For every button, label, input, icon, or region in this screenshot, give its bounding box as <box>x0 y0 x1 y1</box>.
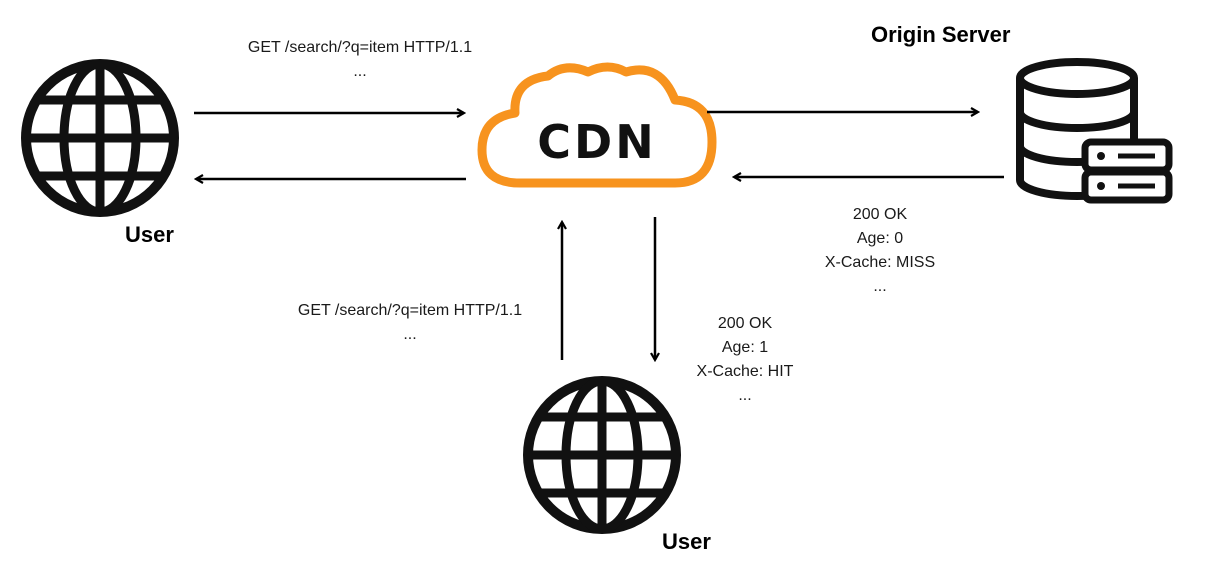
cdn-response-label: 200 OK Age: 1 X-Cache: HIT ... <box>696 315 794 404</box>
globe-icon <box>21 59 179 217</box>
user-bottom-label: User <box>662 529 711 554</box>
bottom-request-label: GET /search/?q=item HTTP/1.1 ... <box>297 302 523 343</box>
origin-server-label: Origin Server <box>871 22 1011 47</box>
user-top-label: User <box>125 222 174 247</box>
cloud-icon <box>477 62 717 188</box>
cdn-label: CDN <box>537 115 656 169</box>
database-server-icon <box>1016 58 1173 204</box>
origin-response-label: 200 OK Age: 0 X-Cache: MISS ... <box>824 206 936 295</box>
top-request-label: GET /search/?q=item HTTP/1.1 ... <box>247 39 473 80</box>
globe-icon <box>523 376 681 534</box>
